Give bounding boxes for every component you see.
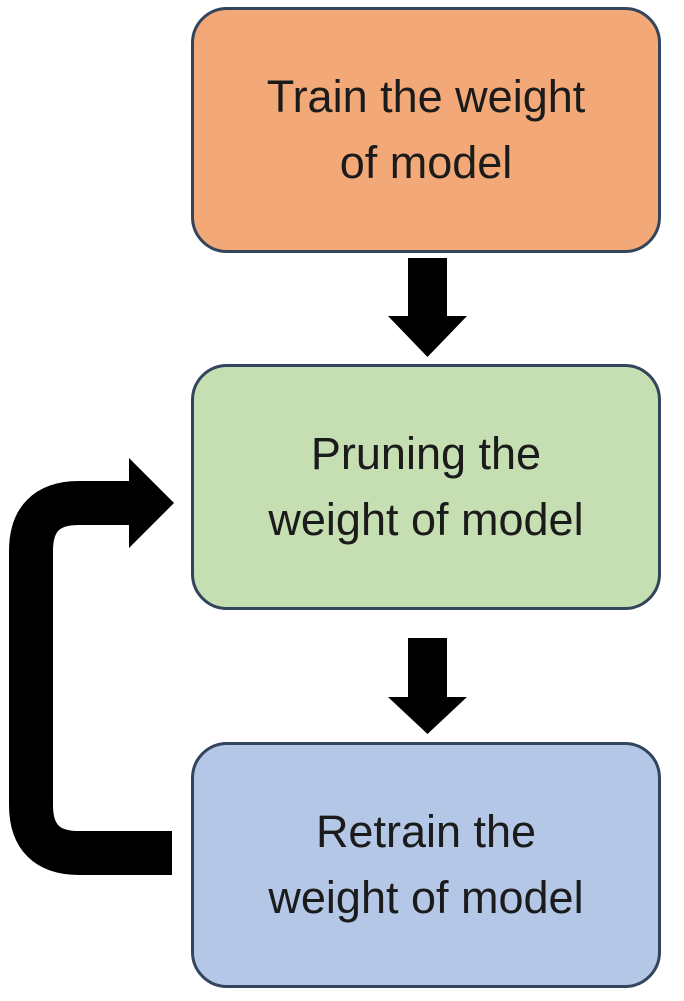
- arrow-down-train-to-pruning-icon: [388, 258, 467, 357]
- loop-arrowhead-icon: [129, 458, 174, 548]
- flow-node-pruning-label-line1: Pruning the: [310, 428, 542, 479]
- flow-node-train: Train the weight of model: [191, 7, 661, 253]
- flow-node-retrain: Retrain the weight of model: [191, 742, 661, 988]
- flow-node-pruning-label-line2: weight of model: [268, 494, 584, 545]
- flow-node-pruning: Pruning the weight of model: [191, 364, 661, 610]
- flow-node-train-label-line2: of model: [339, 137, 513, 188]
- loop-arrow-retrain-to-pruning-icon: [9, 481, 172, 875]
- flow-node-train-label-line1: Train the weight: [266, 71, 586, 122]
- flow-node-retrain-label-line2: weight of model: [268, 872, 584, 923]
- flow-node-retrain-label-line1: Retrain the: [315, 806, 537, 857]
- arrow-down-pruning-to-retrain-icon: [388, 638, 467, 734]
